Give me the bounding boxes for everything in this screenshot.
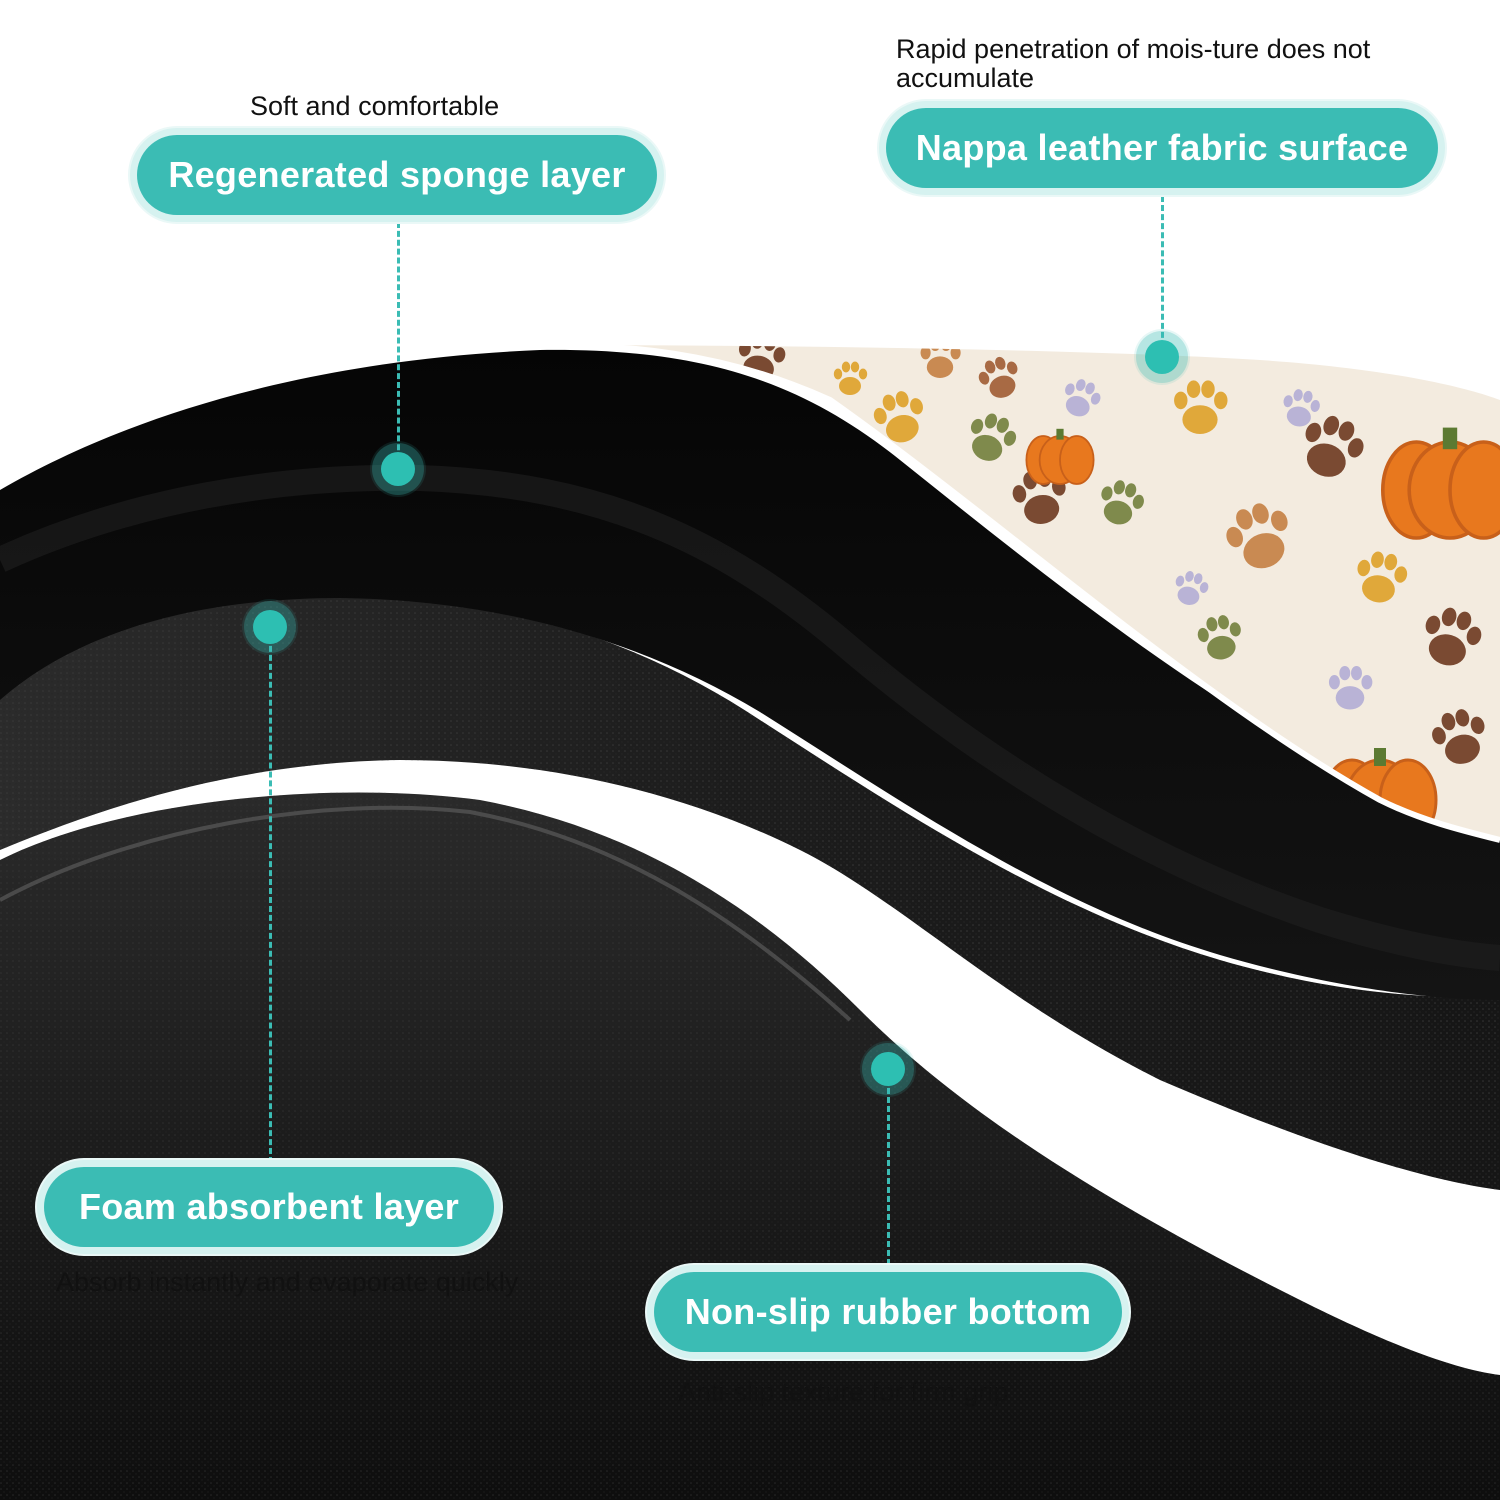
paw-print-icon [1328,665,1373,710]
paw-print-icon [1101,480,1144,525]
paw-print-icon [1305,415,1364,477]
paw-print-icon [833,361,868,395]
surface-marker-dot [1145,340,1179,374]
sponge-leader-line [397,222,400,468]
surface-label-pill: Nappa leather fabric surface [886,108,1438,188]
sponge-marker-dot [381,452,415,486]
paw-print-icon [1425,607,1482,666]
surface-leader-line [1161,196,1164,356]
foam-label-pill: Foam absorbent layer [44,1167,494,1247]
rubber-label-pill: Non-slip rubber bottom [654,1272,1122,1352]
rubber-leader-line [887,1070,890,1265]
foam-leader-line [269,628,272,1163]
paw-print-icon [1226,503,1288,569]
rubber-marker-dot [871,1052,905,1086]
sponge-label-pill: Regenerated sponge layer [137,135,657,215]
paw-print-icon [1175,570,1209,605]
paw-print-icon [978,356,1018,398]
rubber-caption: Anti-slip texture for firm grip [678,1377,1009,1407]
sponge-caption: Soft and comfortable [250,91,500,121]
paw-print-icon [1357,551,1408,603]
paw-print-icon [970,413,1017,461]
paw-print-icon [1283,389,1320,427]
paw-print-icon [1065,379,1101,417]
surface-caption: Rapid penetration of mois-ture does not … [896,34,1371,93]
pumpkin-icon [1380,427,1500,540]
pumpkin-icon [1025,428,1095,485]
fabric-surface [539,342,1500,843]
paw-print-icon [1197,615,1241,660]
paw-print-icon [873,391,923,443]
foam-marker-dot [253,610,287,644]
foam-caption: Absorb instantly and evaporate quickly [56,1267,519,1297]
paw-print-icon [1174,380,1228,434]
paw-print-icon [1432,709,1485,764]
